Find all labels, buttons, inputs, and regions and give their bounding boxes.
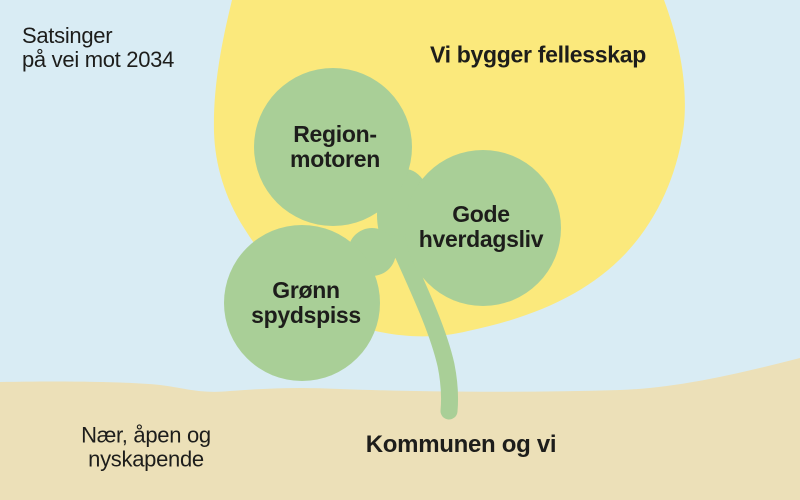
leaf-label-regionmotoren: Region- motoren [290,122,380,172]
leaf-label-gronn-spydspiss-line1: Grønn [272,277,340,304]
page-title: Satsinger på vei mot 2034 [22,24,174,72]
leaf-label-gode-hverdagsliv-line2: hverdagsliv [418,226,544,252]
leaf-label-gronn-spydspiss: Grønn spydspiss [251,278,361,328]
clover-leaf-bottom-left-shape [224,225,380,381]
page-title-line2: på vei mot 2034 [22,46,175,72]
clover-leaf-top-shape [254,68,412,226]
clover-stem [389,234,459,420]
clover-leaf-right-shape [405,150,561,306]
leaf-label-gode-hverdagsliv-line1: Gode [452,201,510,228]
ground-label: Kommunen og vi [365,431,557,459]
leaf-label-regionmotoren-line2: motoren [290,146,380,172]
values-label: Nær, åpen og nyskapende [81,423,211,471]
leaf-label-gronn-spydspiss-line2: spydspiss [251,302,361,328]
leaf-label-gode-hverdagsliv: Gode hverdagsliv [419,202,544,252]
clover-shape [224,68,561,420]
leaf-label-regionmotoren-line1: Region- [293,121,377,148]
values-label-line2: nyskapende [88,446,204,471]
sun-label: Vi bygger fellesskap [429,41,647,68]
sand-shape [0,358,800,500]
page-title-line1: Satsinger [22,23,113,48]
values-label-line1: Nær, åpen og [81,422,211,448]
